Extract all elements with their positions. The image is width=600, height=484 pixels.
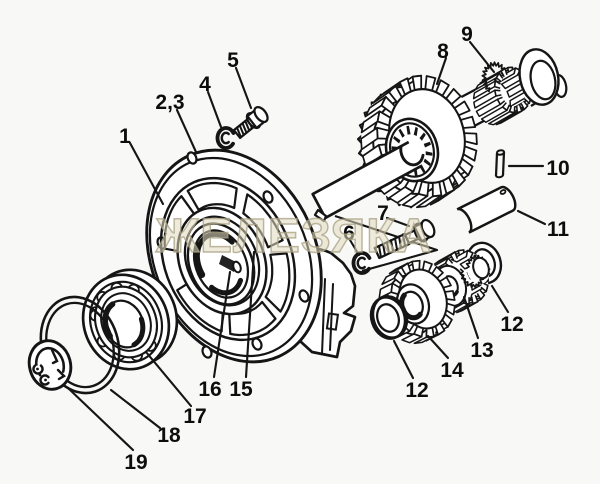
- svg-text:12: 12: [405, 379, 428, 402]
- svg-text:14: 14: [440, 359, 464, 382]
- svg-text:15: 15: [229, 378, 253, 401]
- svg-text:11: 11: [547, 218, 570, 241]
- svg-text:ЖЕЛЕЗЯКА: ЖЕЛЕЗЯКА: [155, 210, 432, 263]
- svg-text:9: 9: [461, 23, 473, 46]
- svg-text:13: 13: [470, 339, 493, 362]
- svg-text:8: 8: [437, 40, 449, 63]
- svg-text:19: 19: [124, 451, 147, 474]
- svg-text:2,3: 2,3: [155, 91, 184, 114]
- svg-text:16: 16: [198, 378, 221, 401]
- svg-text:4: 4: [199, 73, 211, 96]
- svg-text:6: 6: [343, 222, 355, 245]
- svg-text:5: 5: [227, 49, 239, 72]
- svg-text:10: 10: [546, 157, 569, 180]
- svg-text:17: 17: [183, 405, 206, 428]
- svg-text:1: 1: [119, 125, 131, 148]
- svg-text:7: 7: [377, 202, 389, 225]
- svg-text:18: 18: [157, 424, 181, 447]
- svg-text:12: 12: [500, 313, 523, 336]
